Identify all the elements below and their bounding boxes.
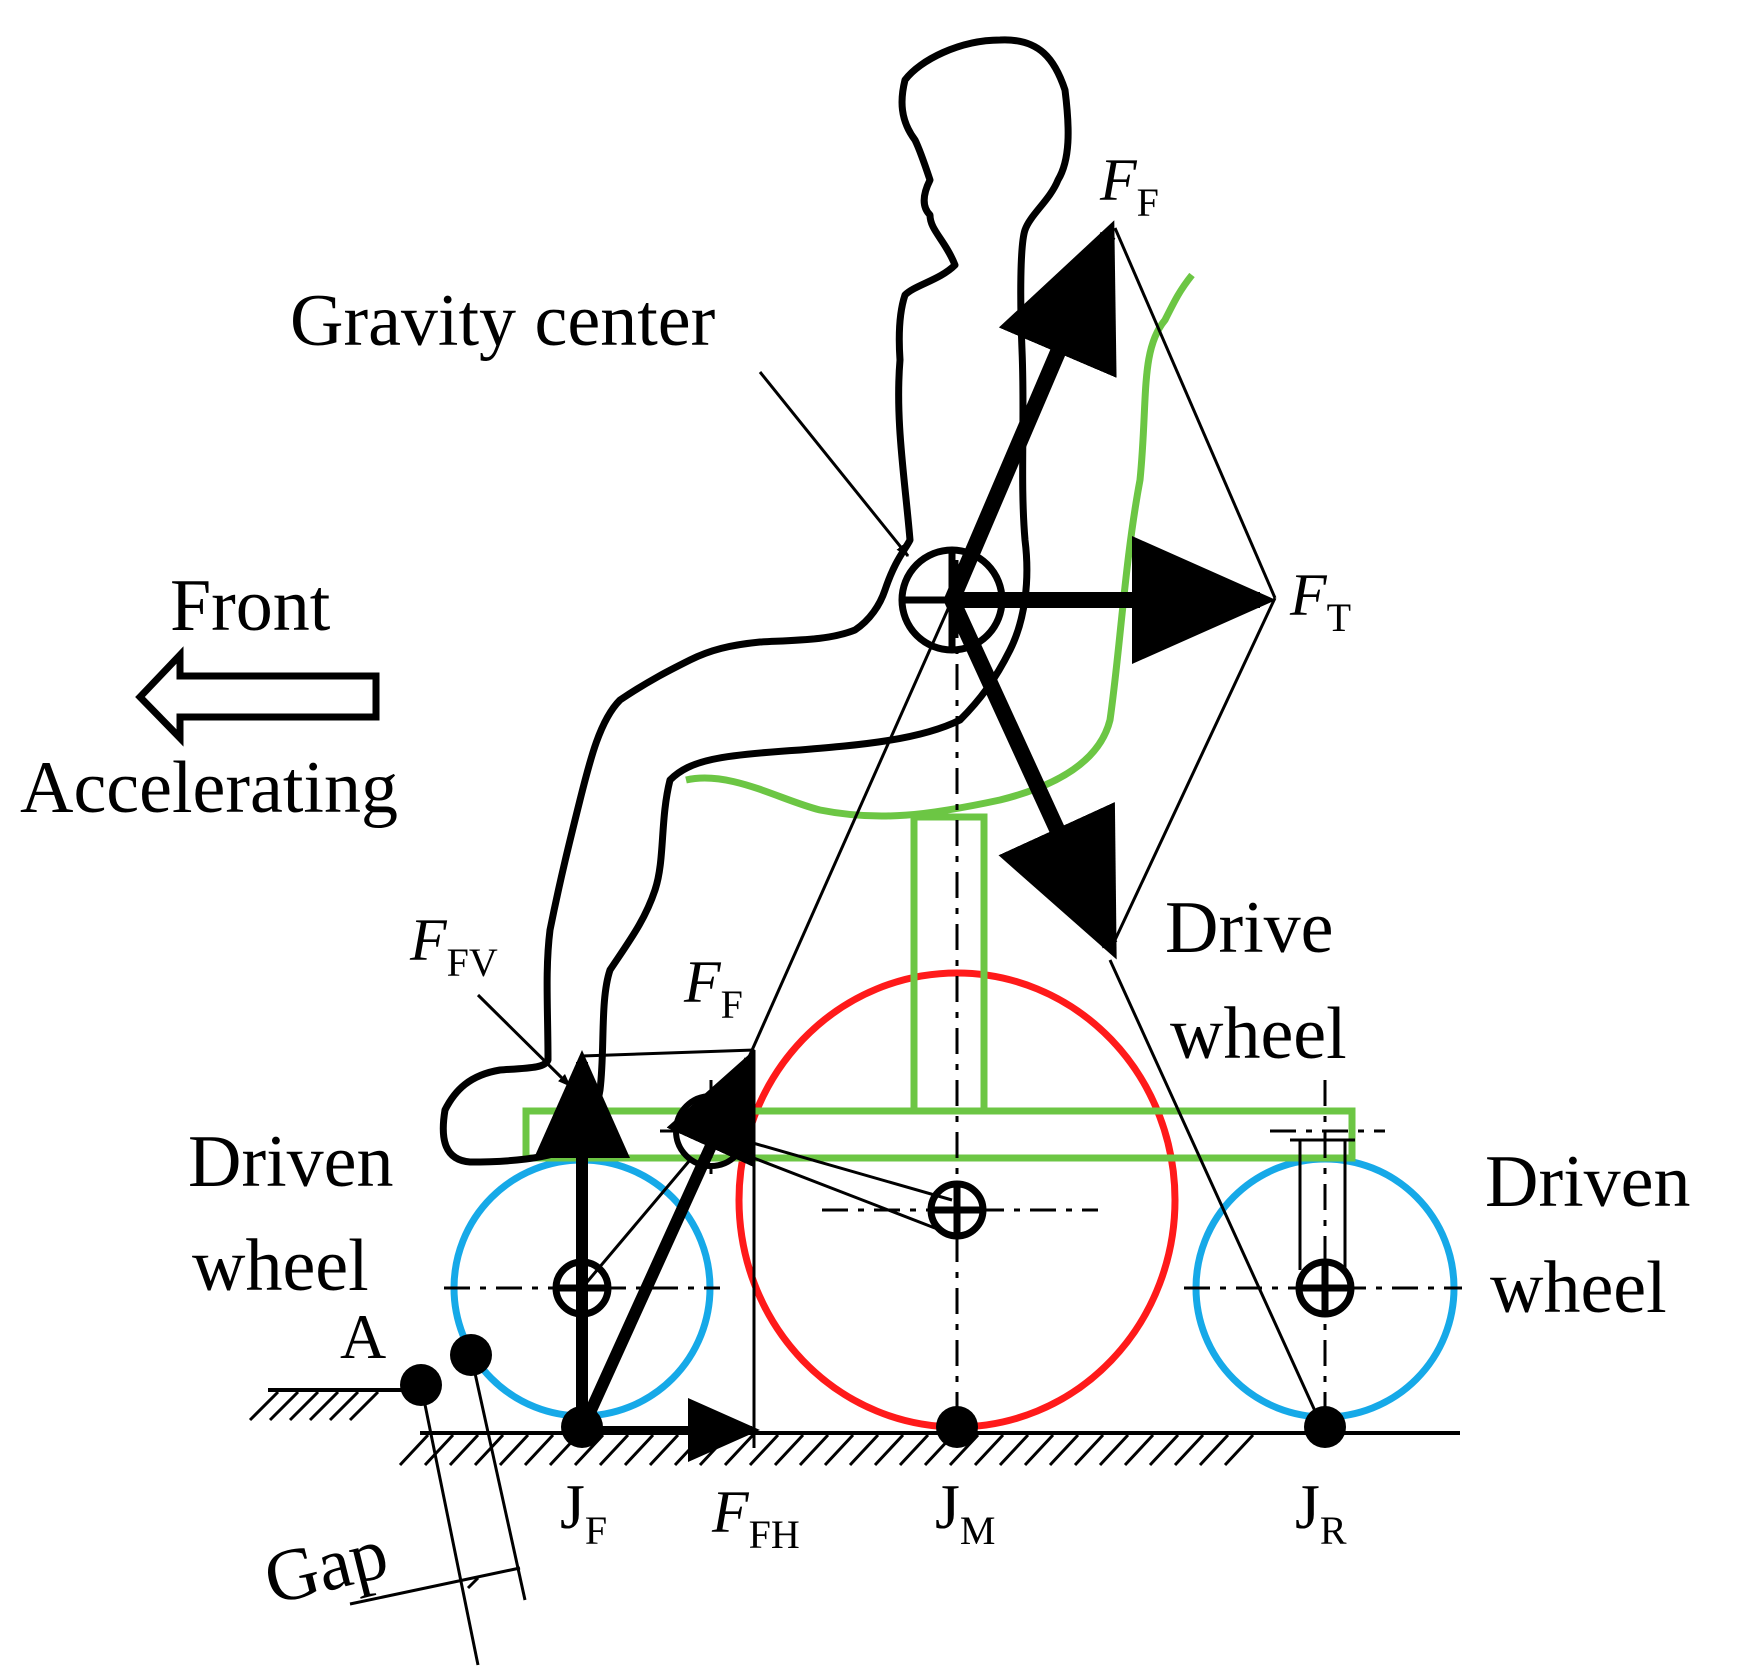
drive-wheel-label-1: Drive [1165,887,1334,969]
force-arrows [476,220,1276,1462]
jf-label: JF [560,1471,607,1553]
driven-wheel-left-label-1: Driven [188,1121,394,1203]
linkage [580,227,1355,1434]
front-direction-arrow [135,646,380,747]
accelerating-label: Accelerating [20,747,398,829]
ffh-label: FFH [711,1479,800,1557]
drive-wheel-label-2: wheel [1170,993,1347,1075]
ff-main-arrow [944,220,1117,604]
joint-jr-point [1304,1406,1346,1448]
joint-jm-point [936,1406,978,1448]
front-label: Front [170,565,331,647]
pivot-rear [1295,1258,1355,1318]
point-a-label: A [340,1301,386,1372]
jr-label: JR [1295,1471,1347,1553]
ft-label: FT [1289,562,1351,640]
gap-dimension [349,1354,527,1666]
gravity-center-label: Gravity center [290,280,715,362]
pivot-middle [927,1180,987,1240]
jm-label: JM [935,1471,995,1553]
ff-low-arrow [576,1049,756,1433]
ff-low-label: FF [683,949,743,1027]
ground-hatching [248,1390,1255,1467]
driven-wheel-right-label-2: wheel [1490,1247,1667,1329]
seat-frame [522,272,1356,1162]
ffv-leader [476,993,572,1088]
fr-arrow [944,596,1118,960]
ffv-label: FFV [409,907,498,985]
driven-wheel-left-label-2: wheel [192,1225,369,1307]
gravity-leader [758,371,910,557]
ff-top-label: FF [1099,147,1159,225]
driven-wheel-right-label-1: Driven [1485,1141,1691,1223]
person-outline [439,36,1072,1166]
gap-label: Gap [256,1512,395,1621]
